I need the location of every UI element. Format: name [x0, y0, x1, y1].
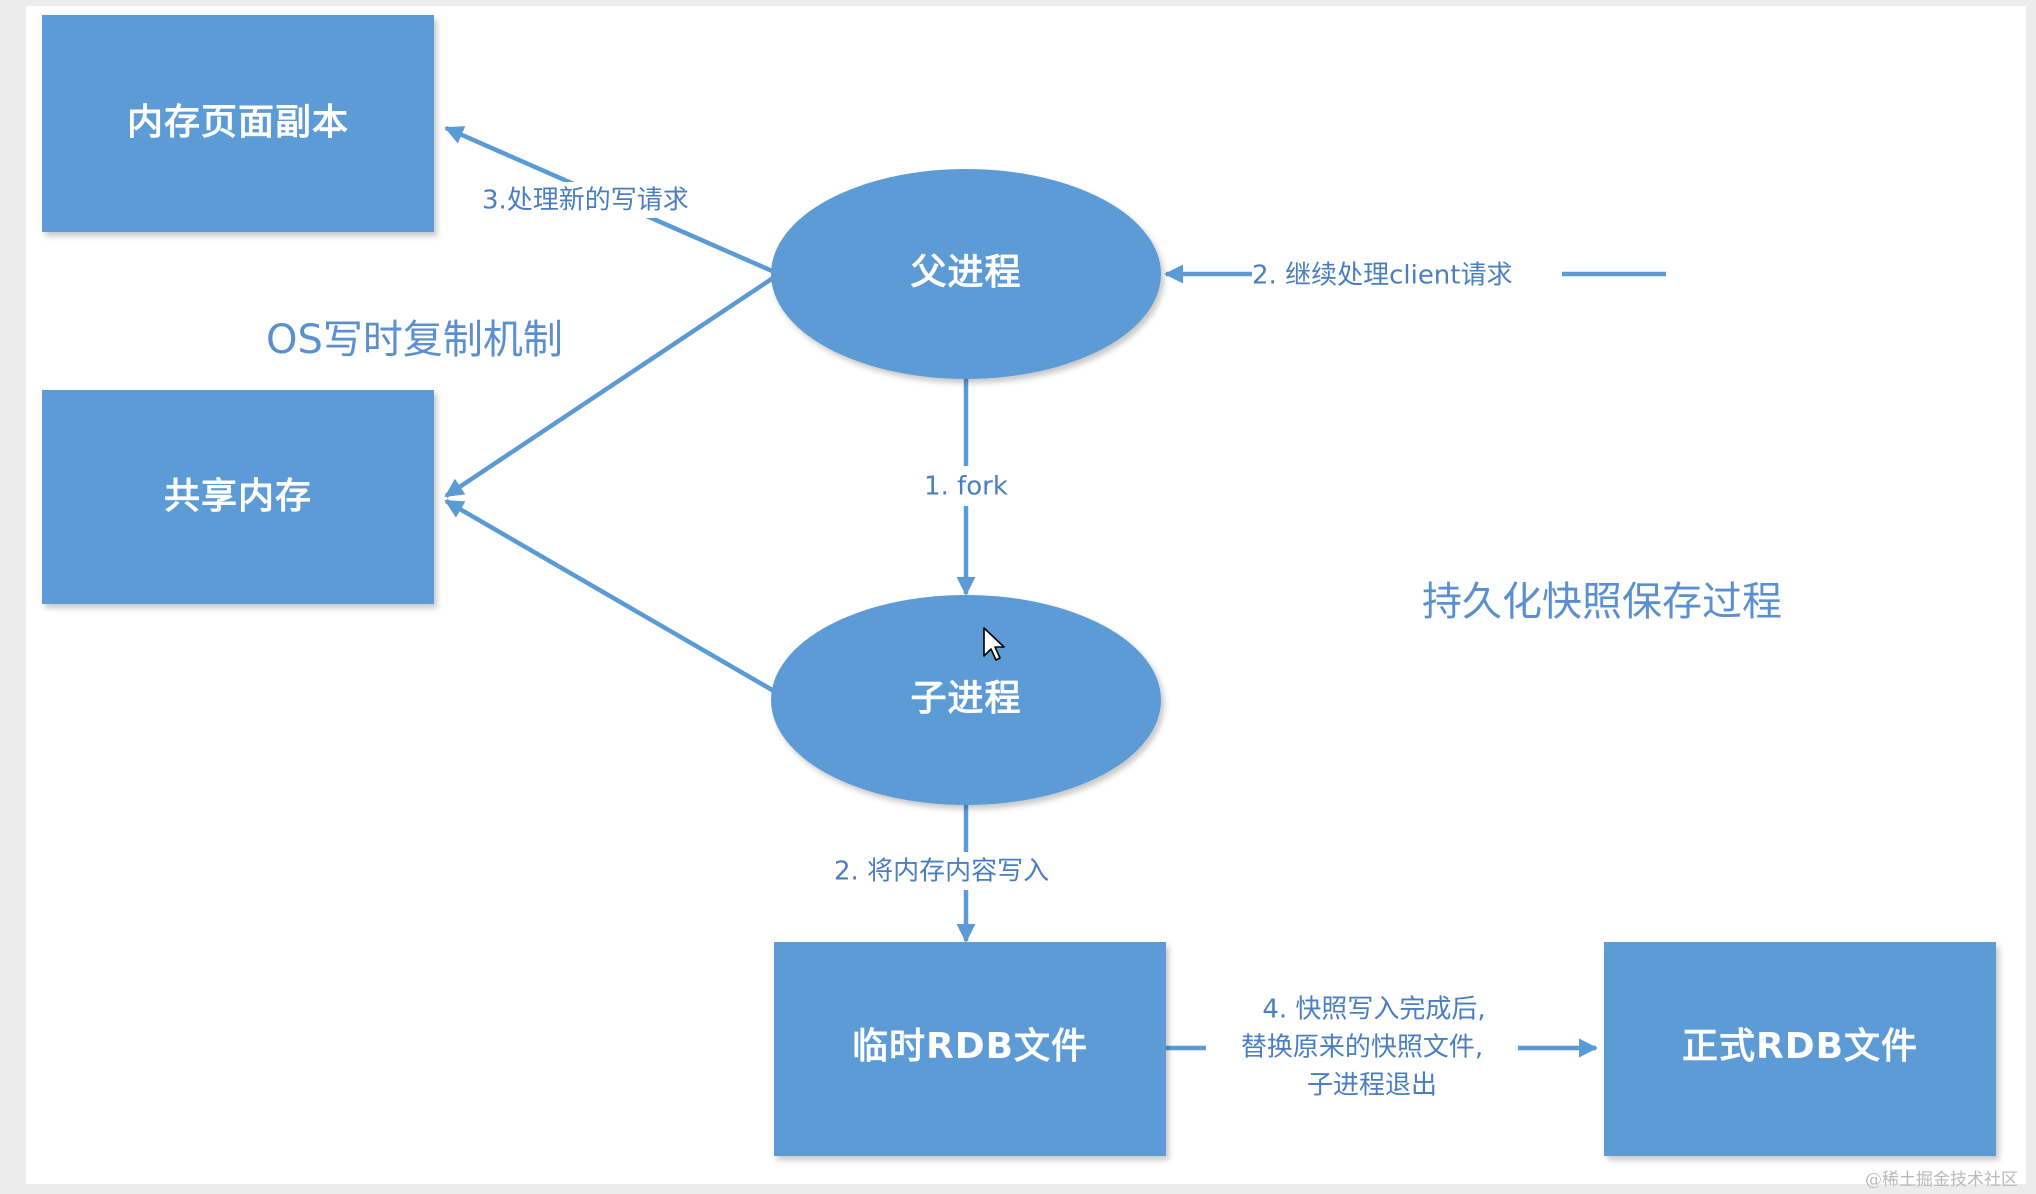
node-temp-rdb-label: 临时RDB文件 [852, 1026, 1088, 1067]
node-final-rdb-file [1604, 942, 1996, 1156]
node-memory-page-copy-label: 内存页面副本 [127, 102, 349, 143]
os-copy-on-write-label: OS写时复制机制 [266, 317, 563, 363]
edge-client-request-label: 2. 继续处理client请求 [1252, 261, 1512, 291]
node-temp-rdb-file [774, 942, 1166, 1156]
node-final-rdb-label: 正式RDB文件 [1682, 1026, 1918, 1067]
edge-write-memory-label: 2. 将内存内容写入 [834, 857, 1049, 887]
edge-fork-label: 1. fork [924, 472, 1008, 502]
edge-replace-label-line3: 子进程退出 [1307, 1071, 1437, 1101]
node-shared-memory-label: 共享内存 [164, 476, 312, 517]
node-parent-process-label: 父进程 [910, 252, 1021, 293]
node-memory-page-copy [42, 15, 434, 232]
node-child-process [771, 595, 1161, 805]
edge-replace-label-line1: 4. 快照写入完成后, [1262, 995, 1485, 1025]
mouse-pointer-icon [983, 627, 1005, 661]
edge-child-to-shared [444, 499, 781, 696]
node-shared-memory [42, 390, 434, 604]
diagram-svg: 内存页面副本 共享内存 父进程 子进程 临时RDB文件 正式RDB文件 1. f… [42, 15, 1996, 1156]
diagram-canvas: 内存页面副本 共享内存 父进程 子进程 临时RDB文件 正式RDB文件 1. f… [26, 6, 2026, 1184]
node-parent-process [771, 169, 1161, 379]
watermark: @稀土掘金技术社区 [1865, 1170, 2018, 1190]
node-child-process-label: 子进程 [910, 678, 1021, 719]
edge-new-write-label: 3.处理新的写请求 [482, 186, 689, 216]
edge-parent-to-shared [444, 272, 781, 498]
edge-replace-label-line2: 替换原来的快照文件, [1241, 1033, 1483, 1063]
diagram-title: 持久化快照保存过程 [1422, 579, 1782, 625]
